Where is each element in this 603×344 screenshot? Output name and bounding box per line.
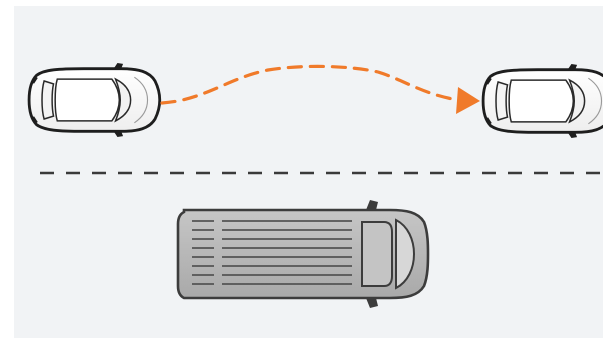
overtaking-car-icon <box>29 63 160 137</box>
car-ahead-icon <box>483 64 603 138</box>
van-icon <box>178 200 428 308</box>
